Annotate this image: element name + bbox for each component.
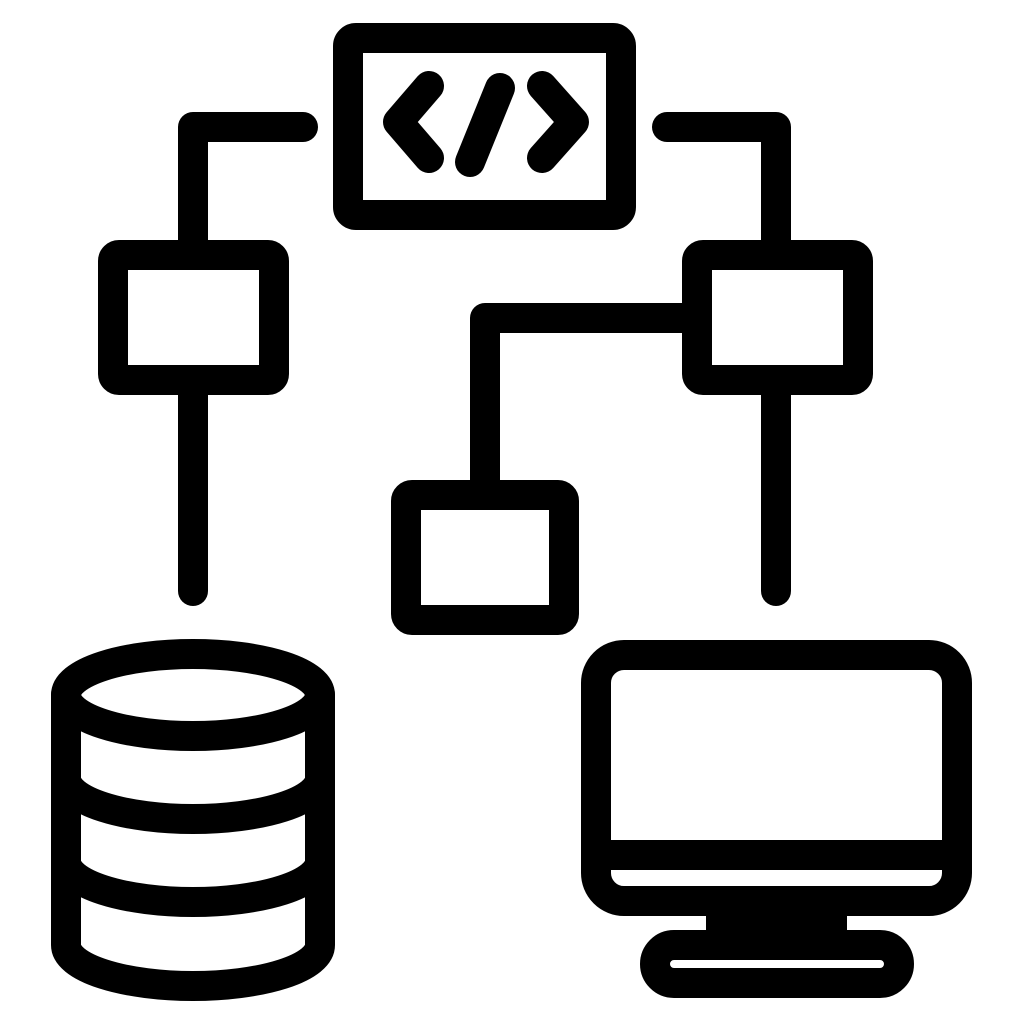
monitor-stand-base	[640, 930, 914, 998]
desktop-monitor-icon	[581, 640, 972, 998]
database-ring-1	[51, 763, 335, 834]
connector-code-to-right-node	[652, 112, 791, 268]
forward-slash	[455, 73, 515, 177]
code-window-icon	[333, 23, 636, 230]
database-icon	[51, 639, 335, 1001]
flow-node-right	[682, 240, 873, 395]
right-angle-bracket	[527, 71, 589, 173]
left-angle-bracket	[383, 71, 444, 173]
monitor-neck	[706, 886, 847, 946]
connector-code-to-left-node	[178, 112, 318, 268]
flow-node-left	[98, 240, 289, 395]
database-body	[51, 680, 335, 1001]
database-ring-2	[51, 846, 335, 917]
flow-node-center	[391, 480, 579, 635]
database-top	[51, 639, 335, 751]
connector-right-node-to-center-node	[470, 303, 712, 508]
code-window-frame	[333, 23, 636, 230]
diagram-strokes	[51, 23, 972, 1001]
